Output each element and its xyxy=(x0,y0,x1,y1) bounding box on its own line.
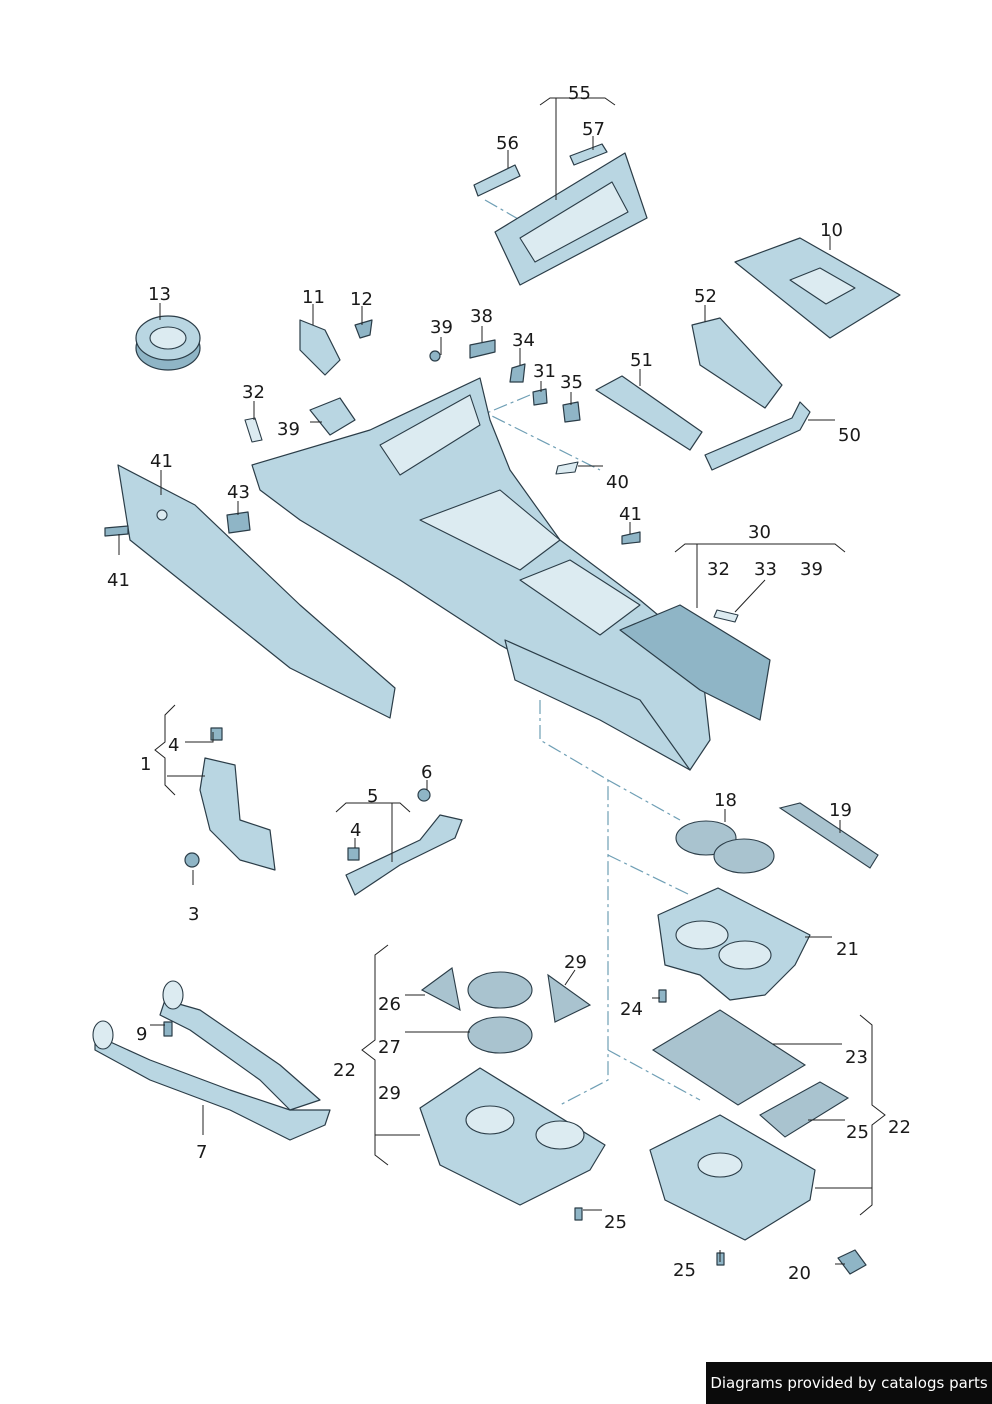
center-console xyxy=(251,377,771,771)
part-35 xyxy=(509,363,526,383)
callout: 19 xyxy=(829,800,852,821)
part-24-mat xyxy=(651,1009,807,1106)
callout: 56 xyxy=(496,133,519,154)
callout: 25 xyxy=(846,1122,869,1143)
part-51 xyxy=(595,375,703,451)
callout: 30 xyxy=(748,522,771,543)
part-21-cupholder xyxy=(657,887,811,1001)
callout: 3 xyxy=(188,904,199,925)
callout: 39 xyxy=(800,559,823,580)
callout: 38 xyxy=(470,306,493,327)
callout: 22 xyxy=(333,1060,356,1081)
callout: 34 xyxy=(512,330,535,351)
part-10-mat xyxy=(734,237,901,339)
callout: 55 xyxy=(568,83,591,104)
part-5-bracket xyxy=(345,814,463,896)
callout: 29 xyxy=(564,952,587,973)
part-34 xyxy=(562,401,581,423)
callout: 33 xyxy=(754,559,777,580)
part-37 xyxy=(429,350,441,362)
part-50 xyxy=(704,401,811,471)
callout: 41 xyxy=(150,451,173,472)
leader-lines xyxy=(118,97,886,1265)
part-57 xyxy=(569,143,608,166)
callout: 43 xyxy=(227,482,250,503)
callout: 39 xyxy=(430,317,453,338)
part-22-tray xyxy=(649,1114,816,1241)
part-26 xyxy=(759,1081,850,1138)
callout: 39 xyxy=(277,419,300,440)
callout-labels: 55 56 57 10 52 51 50 13 11 12 39 38 34 3… xyxy=(107,83,911,1284)
callout: 25 xyxy=(604,1212,627,1233)
part-31 xyxy=(532,388,548,406)
callout: 31 xyxy=(533,361,556,382)
callout: 4 xyxy=(350,820,361,841)
callout: 11 xyxy=(302,287,325,308)
callout: 32 xyxy=(242,382,265,403)
callout: 13 xyxy=(148,284,171,305)
callout: 20 xyxy=(788,1263,811,1284)
callout: 12 xyxy=(350,289,373,310)
callout: 10 xyxy=(820,220,843,241)
part-52 xyxy=(691,317,783,409)
callout: 18 xyxy=(714,790,737,811)
callout: 22 xyxy=(888,1117,911,1138)
attribution-banner: Diagrams provided by catalogs parts xyxy=(706,1362,992,1404)
part-4-nut-b xyxy=(347,847,360,861)
part-11 xyxy=(299,319,341,376)
callout: 6 xyxy=(421,762,432,783)
callout: 27 xyxy=(378,1037,401,1058)
callout: 4 xyxy=(168,735,179,756)
callout: 9 xyxy=(136,1024,147,1045)
part-3-nut xyxy=(184,852,200,868)
part-38 xyxy=(309,397,356,436)
callout: 25 xyxy=(673,1260,696,1281)
part-7-duct xyxy=(92,980,331,1141)
part-18-inserts xyxy=(675,820,775,874)
attribution-text: Diagrams provided by catalogs parts xyxy=(710,1374,988,1392)
part-36 xyxy=(469,339,496,359)
part-1-bracket xyxy=(199,757,276,871)
callout: 21 xyxy=(836,939,859,960)
callout: 32 xyxy=(707,559,730,580)
part-32 xyxy=(244,417,263,443)
callout: 5 xyxy=(367,786,378,807)
part-39 xyxy=(555,461,579,475)
callout: 24 xyxy=(620,999,643,1020)
part-19-strip xyxy=(778,802,879,869)
part-55-trim-frame xyxy=(494,152,648,286)
part-27 xyxy=(420,967,461,1012)
part-6-nut xyxy=(417,788,431,802)
part-23-cupholder xyxy=(419,1067,606,1206)
callout: 50 xyxy=(838,425,861,446)
part-9-screw xyxy=(163,1021,173,1037)
part-43 xyxy=(226,511,251,534)
callout: 41 xyxy=(619,504,642,525)
part-28-inserts xyxy=(467,971,533,1054)
part-13-tape-roll xyxy=(135,315,201,371)
part-29-top xyxy=(547,973,592,1023)
callout: 51 xyxy=(630,350,653,371)
callout: 23 xyxy=(845,1047,868,1068)
callout: 52 xyxy=(694,286,717,307)
part-20 xyxy=(837,1249,867,1275)
part-40-side-panel xyxy=(117,464,396,719)
callout: 7 xyxy=(196,1142,207,1163)
callout: 40 xyxy=(606,472,629,493)
part-4-nut-a xyxy=(210,727,223,741)
part-56 xyxy=(473,164,521,197)
part-33 xyxy=(713,609,739,623)
callout: 41 xyxy=(107,570,130,591)
part-41-screws xyxy=(104,525,641,545)
callout: 29 xyxy=(378,1083,401,1104)
callout: 57 xyxy=(582,119,605,140)
callout: 35 xyxy=(560,372,583,393)
part-12 xyxy=(354,319,373,339)
assembly-lines xyxy=(469,199,701,1106)
callout: 26 xyxy=(378,994,401,1015)
callout: 1 xyxy=(140,754,151,775)
